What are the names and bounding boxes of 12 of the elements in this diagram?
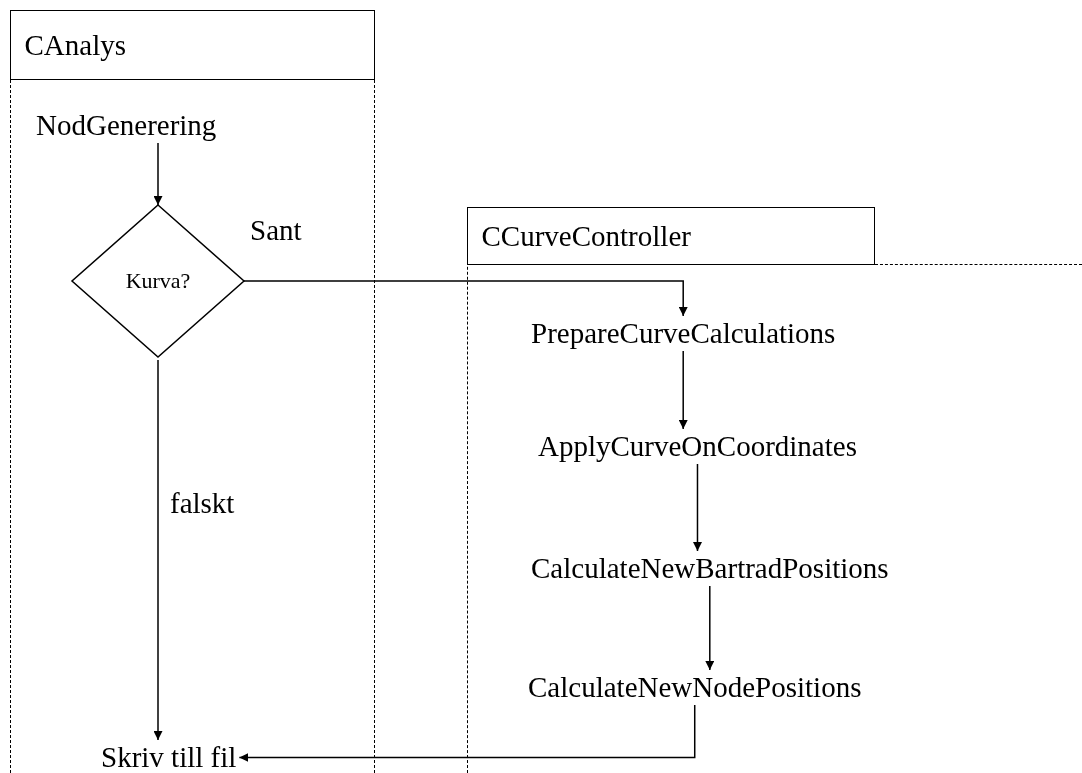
arrow	[243, 280, 688, 317]
lane-header: CAnalys	[9, 10, 375, 80]
arrow	[693, 463, 702, 552]
arrow	[153, 359, 163, 741]
arrow	[678, 350, 688, 430]
swimlane	[467, 207, 1082, 773]
arrow	[238, 704, 696, 762]
arrow	[705, 585, 715, 671]
decision-label: Kurva?	[125, 268, 191, 294]
lane-header: CCurveController	[466, 207, 875, 265]
swimlane	[10, 10, 375, 773]
arrow	[153, 142, 163, 206]
